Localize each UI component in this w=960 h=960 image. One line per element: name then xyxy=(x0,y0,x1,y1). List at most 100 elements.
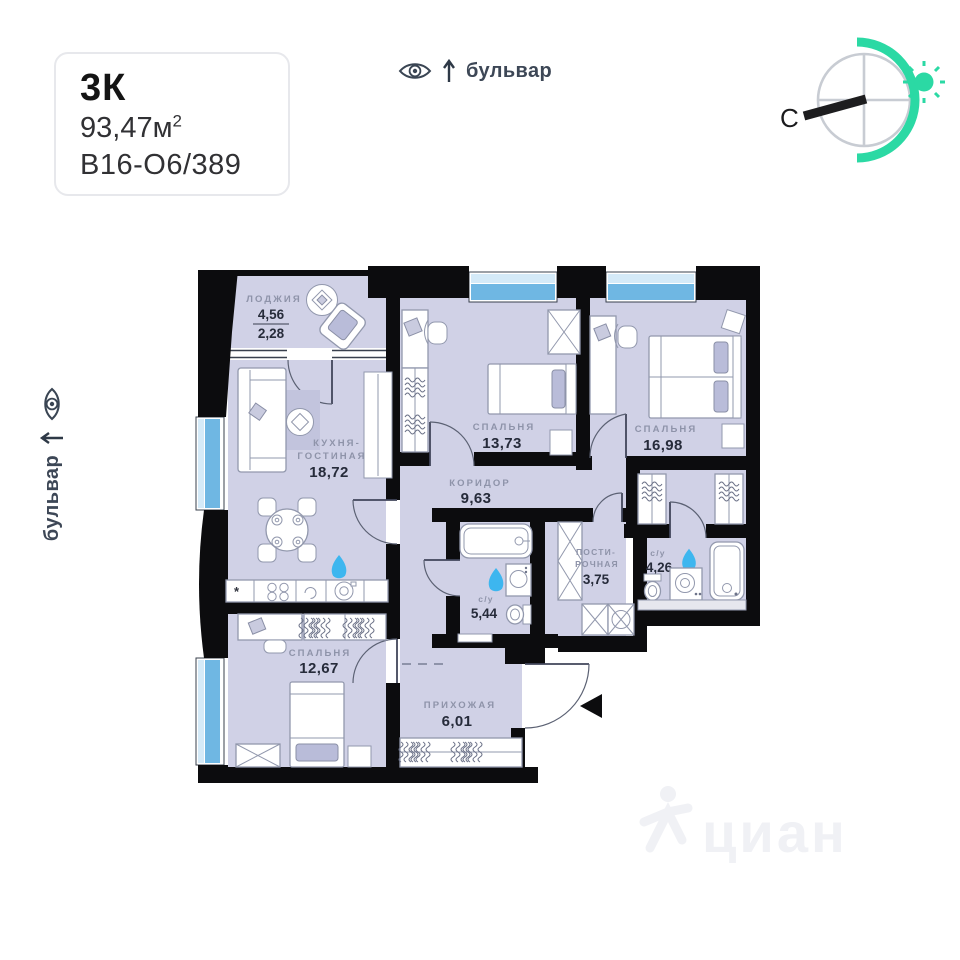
chair-icon xyxy=(424,319,448,345)
room-name-line2: РОЧНАЯ xyxy=(575,559,619,569)
kitchen-counter-icon: * xyxy=(225,579,389,603)
apartment-type: 3К xyxy=(80,67,127,109)
floor-plan: ЛОДЖИЯ 4,56 2,28 xyxy=(192,262,770,791)
door-kitchen xyxy=(352,499,398,545)
nightstand-icon xyxy=(721,423,745,449)
desk-icon xyxy=(237,613,303,641)
toilet-icon xyxy=(505,604,532,625)
window-kitchen xyxy=(195,416,225,511)
bed-icon xyxy=(487,363,577,415)
room-area: 12,67 xyxy=(299,660,339,677)
apartment-area: 93,47м2 xyxy=(80,111,182,144)
closet-icon xyxy=(637,473,667,525)
wardrobe-icon xyxy=(547,309,581,355)
nightstand-icon xyxy=(549,429,573,456)
room-area: 5,44 xyxy=(471,606,498,621)
wardrobe-icon xyxy=(399,737,523,768)
wardrobe-icon xyxy=(299,613,387,641)
room-name: с/у xyxy=(478,594,493,604)
room-kitchen-living: * КУХНЯ- ГОСТИНАЯ 18,72 xyxy=(225,367,393,603)
compass-rose-icon xyxy=(802,37,920,163)
room-loggia: ЛОДЖИЯ 4,56 2,28 xyxy=(246,284,366,350)
entrance-arrow-icon xyxy=(580,694,602,718)
window-bedroom-16 xyxy=(605,271,697,303)
room-name-line2: ГОСТИНАЯ xyxy=(297,451,366,462)
watermark-text: циан xyxy=(702,801,848,864)
closet-icon xyxy=(714,473,744,525)
toilet-icon xyxy=(643,573,662,602)
room-name: СПАЛЬНЯ xyxy=(289,648,352,659)
street-marker-top: бульвар xyxy=(398,58,552,84)
room-name: СПАЛЬНЯ xyxy=(635,424,698,435)
room-bedroom-16: СПАЛЬНЯ 16,98 xyxy=(589,309,746,454)
compass-needle xyxy=(802,94,868,121)
bathtub-icon xyxy=(459,523,533,559)
room-area-total: 4,56 xyxy=(258,307,285,322)
room-area: 9,63 xyxy=(461,490,492,507)
street-marker-left: бульвар xyxy=(28,378,76,550)
room-bedroom-12: СПАЛЬНЯ 12,67 xyxy=(235,613,387,768)
room-name-line1: ПОСТИ- xyxy=(576,547,616,557)
door-bathroom-4 xyxy=(669,501,707,539)
dining-table-icon xyxy=(257,497,317,563)
sofa-icon xyxy=(237,367,287,473)
compass-north-label: С xyxy=(780,103,799,133)
room-area: 3,75 xyxy=(583,572,610,587)
chair-icon xyxy=(263,639,287,654)
room-laundry: ПОСТИ- РОЧНАЯ 3,75 xyxy=(575,547,635,636)
compass: С xyxy=(772,28,954,183)
arrow-up-icon xyxy=(443,58,455,82)
unit-code: В16-О6/389 xyxy=(80,149,242,182)
washer-icon xyxy=(581,603,609,636)
svg-text:*: * xyxy=(234,584,240,599)
bed-icon xyxy=(289,681,345,768)
door-bedroom-12 xyxy=(352,638,398,684)
room-name-line1: КУХНЯ- xyxy=(313,438,361,449)
chair-icon xyxy=(614,323,638,349)
hall-closets xyxy=(637,473,744,525)
nightstand-icon xyxy=(347,745,372,768)
door-laundry xyxy=(592,492,623,523)
room-name: ЛОДЖИЯ xyxy=(246,294,302,305)
sink-icon xyxy=(669,567,703,601)
street-label-top: бульвар xyxy=(466,59,553,82)
sink-icon xyxy=(505,563,532,597)
watermark-figure-icon xyxy=(639,786,693,853)
room-area: 18,72 xyxy=(309,464,349,481)
room-bathroom-4: с/у 4,26 xyxy=(637,541,747,611)
listing-info-card: 3К 93,47м2 В16-О6/389 xyxy=(54,52,290,196)
room-name: ПРИХОЖАЯ xyxy=(424,700,496,711)
closet-icon xyxy=(401,367,429,453)
window-bedroom-12 xyxy=(195,657,225,766)
room-area: 4,26 xyxy=(646,560,673,575)
room-hallway: ПРИХОЖАЯ 6,01 xyxy=(399,700,523,768)
doors xyxy=(287,359,707,729)
room-name: с/у xyxy=(650,548,665,558)
shaft-icon xyxy=(557,521,583,601)
room-bathroom-5: с/у 5,44 xyxy=(457,523,533,643)
armchair-icon xyxy=(319,302,366,350)
street-label-left: бульвар xyxy=(40,454,63,542)
room-area: 6,01 xyxy=(442,713,473,730)
room-name: СПАЛЬНЯ xyxy=(473,422,536,433)
door-bedroom-16 xyxy=(589,413,627,459)
room-corridor: КОРИДОР 9,63 xyxy=(449,478,511,507)
dryer-icon xyxy=(607,603,635,636)
room-bedroom-13: СПАЛЬНЯ 13,73 xyxy=(401,309,581,456)
side-table-icon xyxy=(286,408,314,436)
door-bedroom-13 xyxy=(429,421,475,467)
room-name: КОРИДОР xyxy=(449,478,511,489)
sun-icon xyxy=(903,61,945,103)
room-area: 16,98 xyxy=(643,437,683,454)
door-entrance xyxy=(524,663,590,729)
double-bed-icon xyxy=(648,335,742,419)
eye-icon xyxy=(398,63,432,79)
window-bedroom-13 xyxy=(468,271,558,303)
room-area-counted: 2,28 xyxy=(258,326,285,341)
dresser-icon xyxy=(235,743,281,768)
room-area: 13,73 xyxy=(482,435,522,452)
loggia-glazing xyxy=(226,348,386,360)
bathtub-icon xyxy=(709,541,745,601)
door-bathroom-5 xyxy=(423,559,461,597)
arrow-up-icon xyxy=(39,431,63,444)
